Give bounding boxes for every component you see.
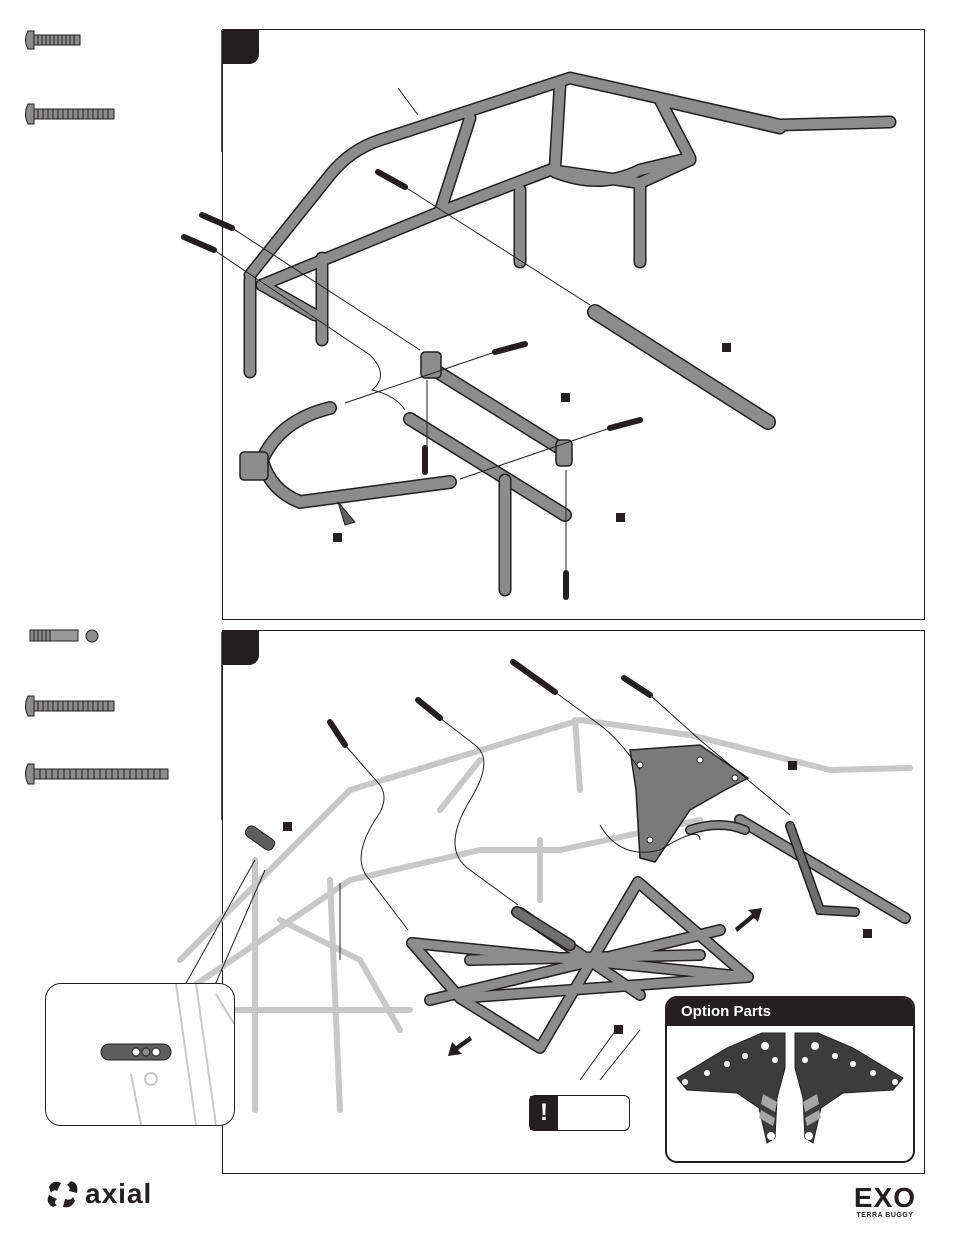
zoom-detail-art [46, 984, 234, 1125]
option-parts-box: Option Parts [665, 996, 915, 1163]
exo-terra-buggy-logo: EXO TERRA BUGGY [848, 1184, 922, 1220]
detail-zoom-inset [45, 983, 235, 1126]
step2-screws [330, 662, 650, 745]
side-arm-brace [690, 820, 905, 918]
notice-callout: ! [529, 1095, 630, 1131]
shock-tower-option-right [795, 1033, 903, 1143]
axial-wordmark: axial [85, 1177, 152, 1211]
axial-logo: axial [45, 1177, 185, 1211]
terra-buggy-wordmark: TERRA BUGGY [848, 1212, 922, 1220]
exo-wordmark: EXO [848, 1184, 922, 1212]
exclamation-icon: ! [530, 1096, 558, 1130]
shock-tower-plate [630, 745, 748, 862]
loose-rod [517, 912, 570, 945]
option-parts-art [667, 998, 913, 1161]
rod-end-zoom-part [101, 1044, 171, 1060]
shock-tower-option-left [677, 1033, 785, 1143]
rod-end-part [243, 824, 276, 852]
